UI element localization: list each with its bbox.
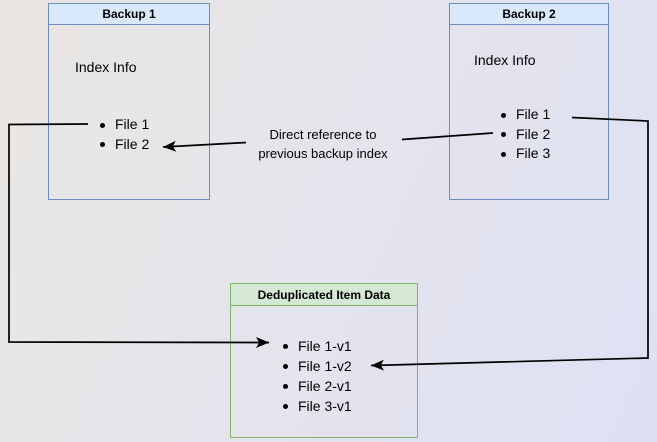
backup1-title: Backup 1 [49, 4, 209, 25]
list-item: File 3-v1 [281, 396, 352, 416]
backup2-title: Backup 2 [450, 4, 608, 25]
list-item: File 3 [499, 144, 550, 164]
list-item: File 2-v1 [281, 376, 352, 396]
direct-reference-annotation: Direct reference to previous backup inde… [223, 125, 423, 163]
annotation-line1: Direct reference to [269, 127, 377, 142]
backup1-file-list: File 1 File 2 [98, 115, 149, 154]
backup1-index-info-label: Index Info [75, 59, 137, 75]
list-item: File 2 [98, 135, 149, 155]
list-item: File 1 [499, 105, 550, 125]
list-item: File 2 [499, 125, 550, 145]
dedup-file-list: File 1-v1 File 1-v2 File 2-v1 File 3-v1 [281, 336, 352, 416]
list-item: File 1-v1 [281, 336, 352, 356]
deduplicated-item-data-box: Deduplicated Item Data File 1-v1 File 1-… [230, 283, 418, 438]
backup2-file-list: File 1 File 2 File 3 [499, 105, 550, 164]
backup2-box: Backup 2 Index Info File 1 File 2 File 3 [449, 3, 609, 200]
dedup-title: Deduplicated Item Data [231, 284, 417, 306]
list-item: File 1-v2 [281, 356, 352, 376]
backup2-index-info-label: Index Info [474, 52, 536, 68]
annotation-line2: previous backup index [258, 146, 388, 161]
backup1-box: Backup 1 Index Info File 1 File 2 [48, 3, 210, 200]
list-item: File 1 [98, 115, 149, 135]
